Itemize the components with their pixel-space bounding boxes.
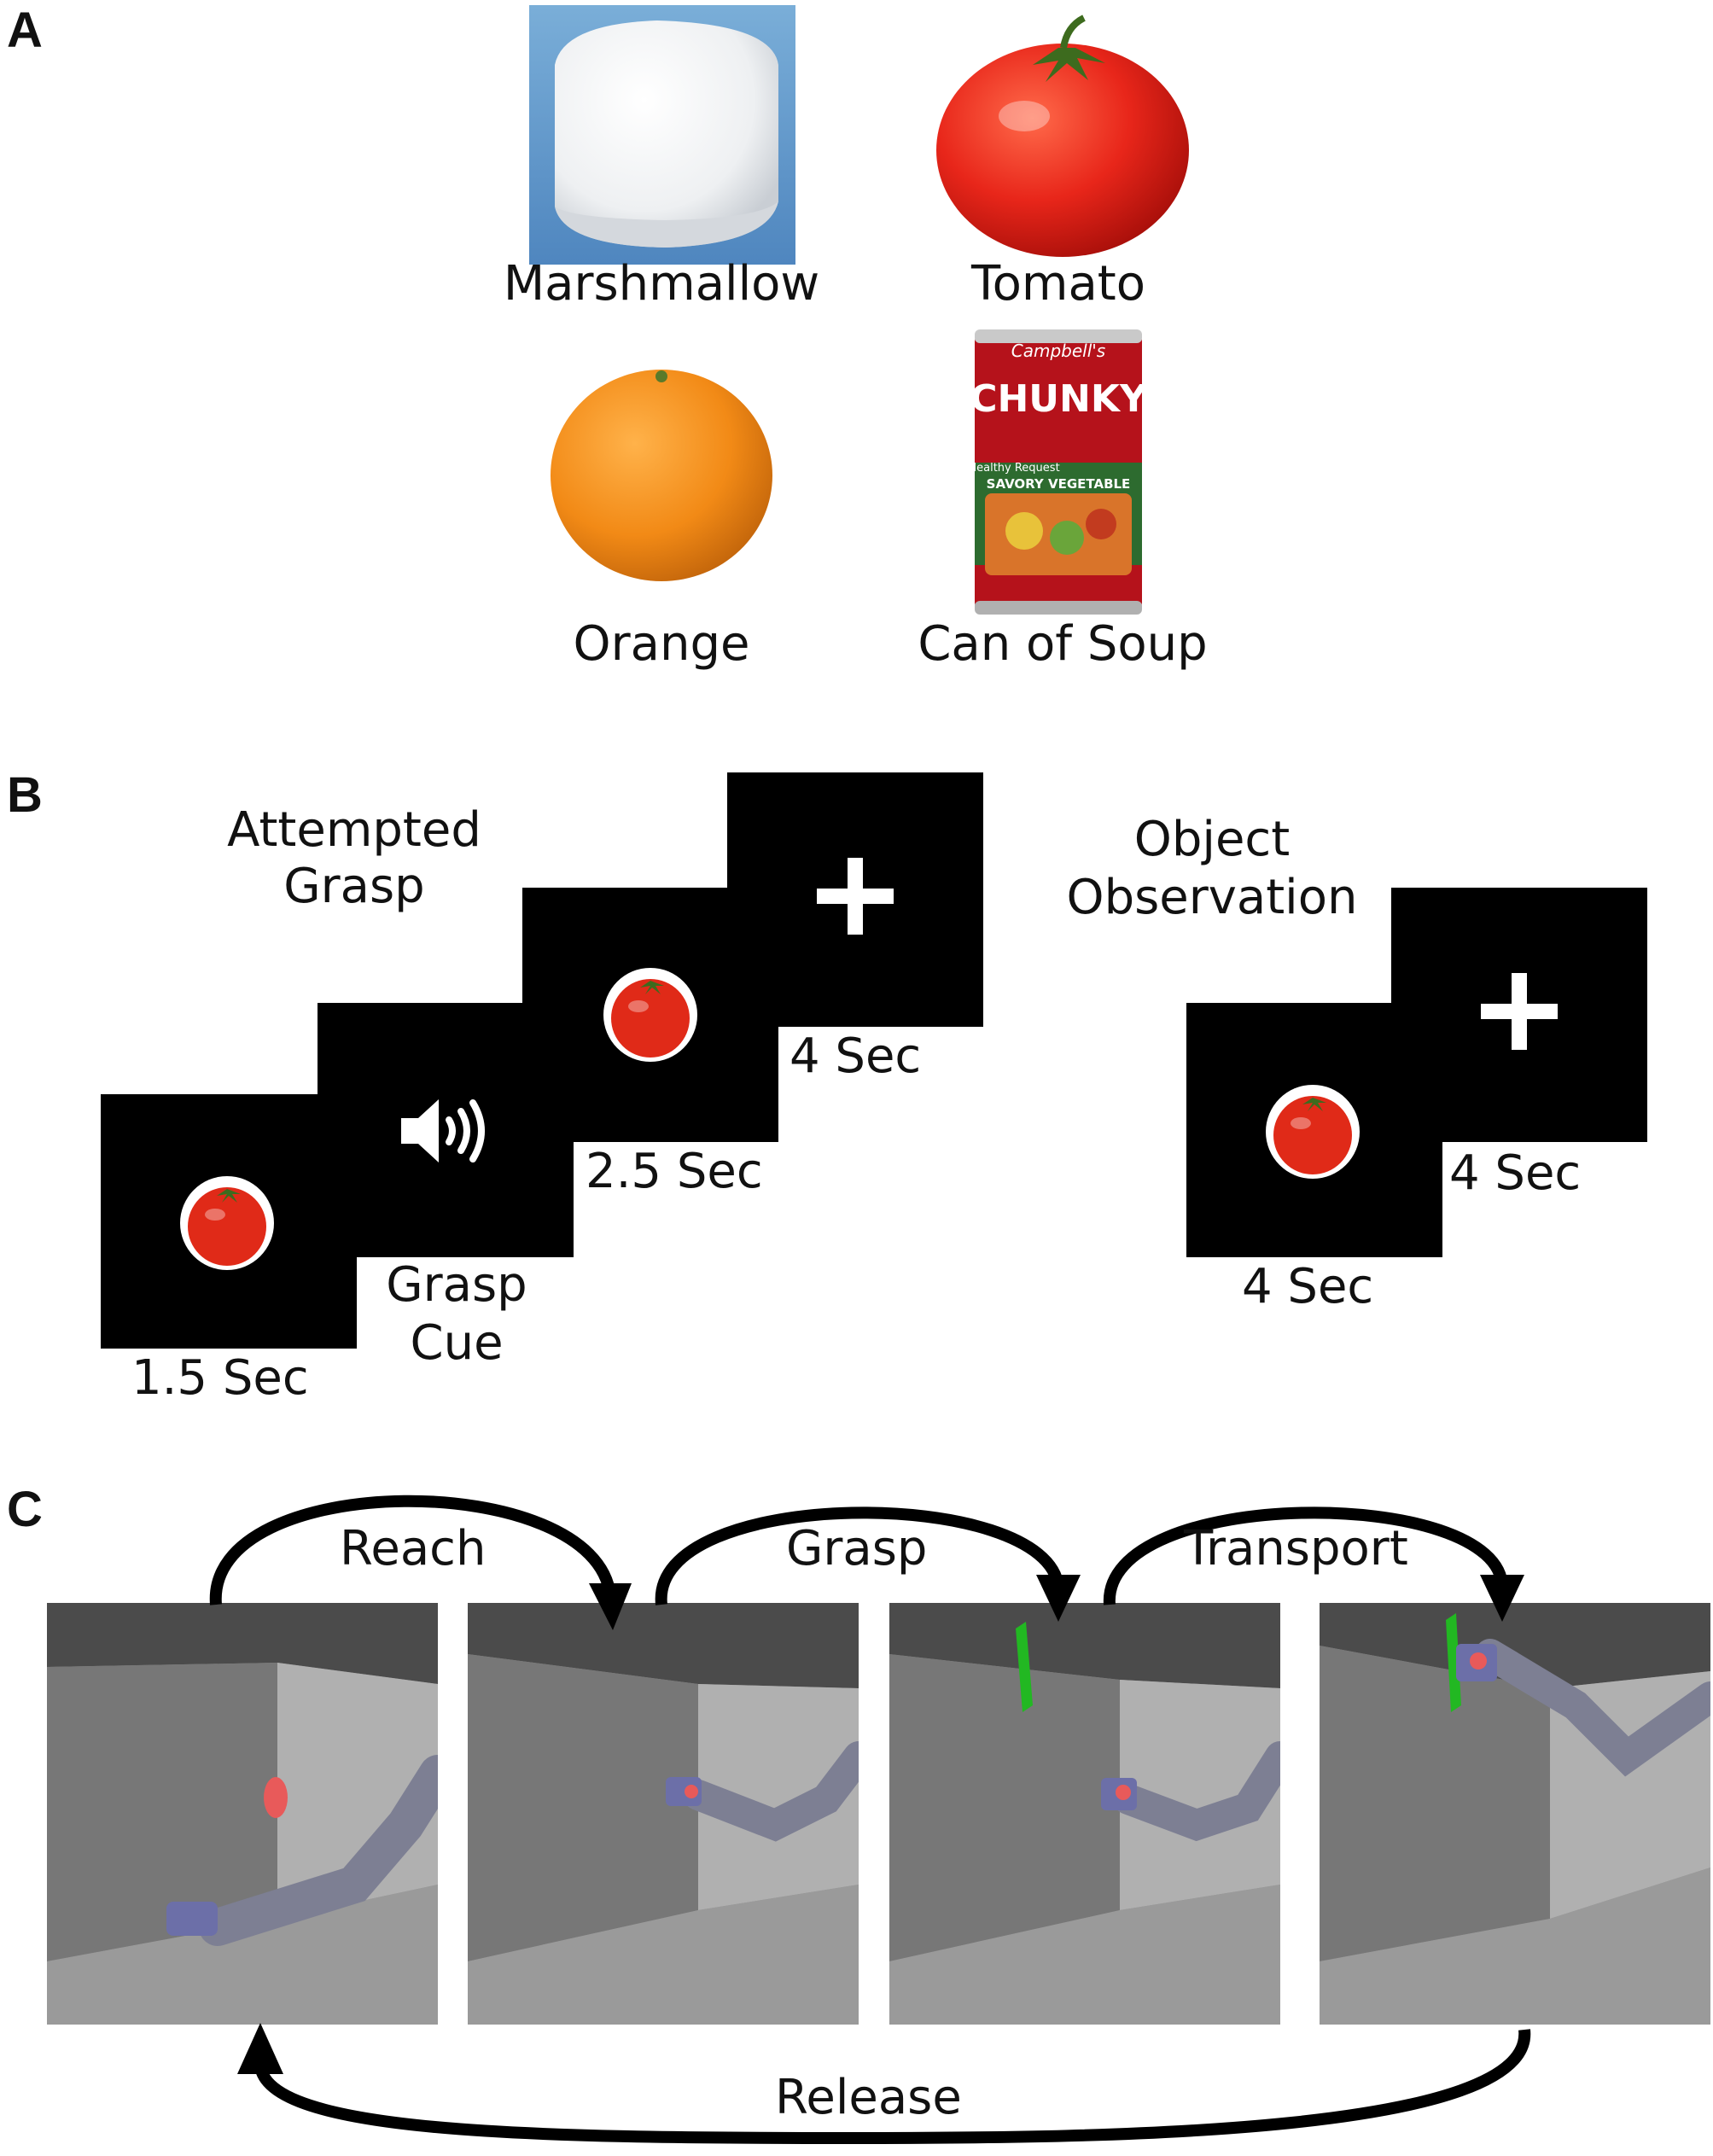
soup-can-image: Campbell's CHUNKY Healthy Request SAVORY… bbox=[968, 326, 1148, 618]
phase-label-release: Release bbox=[775, 2070, 962, 2125]
grasp-arrow-path bbox=[655, 1506, 1064, 1605]
can-badge-text: Healthy Request bbox=[973, 462, 1060, 475]
transport-arrowhead-icon bbox=[1480, 1575, 1524, 1622]
duration-4-sec-c: 4 Sec bbox=[1242, 1259, 1374, 1314]
observation-title-line-1: Object bbox=[1133, 812, 1291, 867]
can-variety-text: SAVORY VEGETABLE bbox=[987, 476, 1131, 492]
panel-b-letter: B bbox=[7, 767, 43, 823]
panel-c-letter: C bbox=[7, 1482, 43, 1537]
release-arrowhead-icon bbox=[237, 2023, 283, 2074]
grasp-cue-line-1: Grasp bbox=[386, 1257, 527, 1313]
tomato-label: Tomato bbox=[970, 256, 1146, 312]
attempted-title-line-1: Attempted bbox=[227, 802, 481, 858]
soup-can-label: Can of Soup bbox=[918, 616, 1208, 672]
phase-label-reach: Reach bbox=[340, 1521, 487, 1576]
phase-label-grasp: Grasp bbox=[786, 1521, 928, 1576]
marshmallow-image bbox=[529, 5, 795, 265]
fixation-cross-icon bbox=[817, 858, 894, 938]
transport-arrow-path bbox=[1103, 1506, 1508, 1605]
orange-label: Orange bbox=[573, 616, 750, 672]
duration-1-5-sec: 1.5 Sec bbox=[131, 1350, 309, 1406]
observation-screen-1 bbox=[1186, 1003, 1442, 1257]
marshmallow-label: Marshmallow bbox=[503, 256, 820, 312]
attempted-screen-2 bbox=[318, 1003, 574, 1257]
tomato-icon bbox=[179, 1175, 275, 1274]
reach-arrowhead-icon bbox=[589, 1583, 632, 1630]
grasp-cue-label: Grasp Cue bbox=[358, 1256, 555, 1372]
speaker-icon bbox=[399, 1093, 493, 1173]
release-arrow-path bbox=[253, 2029, 1531, 2145]
virtual-arm-frame-4 bbox=[1320, 1603, 1713, 2025]
can-brand-text: Campbell's bbox=[1011, 341, 1105, 361]
grasp-cue-line-2: Cue bbox=[410, 1315, 504, 1371]
orange-image bbox=[546, 363, 777, 583]
observation-title-line-2: Observation bbox=[1066, 870, 1358, 925]
object-observation-title: Object Observation bbox=[1050, 811, 1374, 927]
attempted-screen-1 bbox=[101, 1094, 357, 1349]
duration-2-5-sec: 2.5 Sec bbox=[586, 1144, 763, 1199]
can-name-text: CHUNKY bbox=[973, 377, 1144, 421]
virtual-arm-frame-1 bbox=[47, 1603, 457, 2025]
attempted-grasp-title: Attempted Grasp bbox=[196, 802, 512, 915]
reach-arrow-path bbox=[209, 1495, 616, 1605]
attempted-title-line-2: Grasp bbox=[283, 859, 425, 914]
tomato-icon bbox=[603, 967, 698, 1066]
grasp-arrowhead-icon bbox=[1036, 1575, 1081, 1622]
phase-label-transport: Transport bbox=[1184, 1521, 1408, 1576]
tomato-image bbox=[930, 14, 1195, 261]
virtual-arm-frame-3 bbox=[889, 1603, 1296, 2025]
tomato-icon bbox=[1265, 1084, 1360, 1183]
duration-4-sec-b: 4 Sec bbox=[1449, 1145, 1582, 1201]
virtual-arm-frame-2 bbox=[468, 1603, 874, 2025]
duration-4-sec-a: 4 Sec bbox=[789, 1028, 922, 1084]
phase-arrows bbox=[0, 1468, 1713, 2153]
fixation-cross-icon bbox=[1481, 973, 1558, 1053]
panel-a-letter: A bbox=[7, 3, 43, 58]
